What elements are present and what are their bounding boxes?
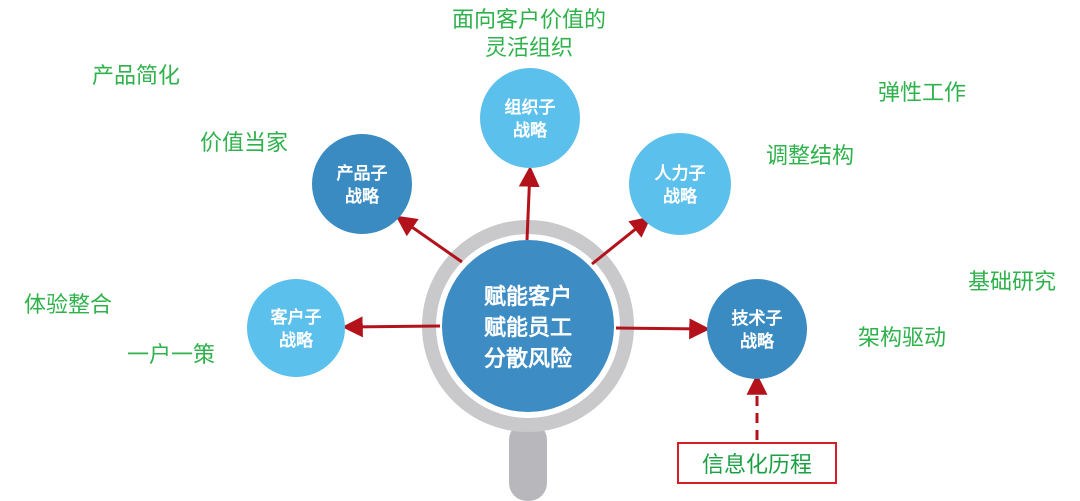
info-history-box: 信息化历程: [677, 442, 837, 484]
center-line-2: 赋能员工: [484, 315, 572, 341]
center-line-3: 分散风险: [484, 346, 573, 372]
product-node-line-2: 战略: [345, 186, 380, 207]
magnifier-handle: [509, 422, 547, 501]
tag-org-top-line-1: 面向客户价值的: [451, 8, 606, 33]
org-strategy-node: [480, 68, 580, 168]
hr-strategy-node: [629, 133, 731, 235]
tech-node-line-2: 战略: [740, 331, 775, 352]
customer-strategy-node: [247, 279, 345, 377]
center-line-1: 赋能客户: [484, 284, 572, 310]
tag-experience-integration: 体验整合: [24, 293, 113, 318]
product-node-line-1: 产品子: [337, 163, 388, 184]
tag-adjust-structure: 调整结构: [766, 144, 855, 169]
customer-node-line-1: 客户子: [270, 307, 322, 328]
arrow-to-customer: [341, 316, 441, 338]
center-circle: [442, 240, 614, 412]
info-history-label: 信息化历程: [701, 453, 812, 478]
tag-one-customer-one-policy: 一户一策: [127, 343, 216, 368]
product-strategy-node: [312, 134, 412, 234]
org-node-line-1: 组织子: [505, 97, 556, 118]
customer-node-line-2: 战略: [279, 330, 314, 351]
tag-product-simplify: 产品简化: [92, 64, 181, 89]
org-node-line-2: 战略: [513, 120, 548, 141]
tag-flexible-work: 弹性工作: [878, 81, 967, 106]
tag-value-owner: 价值当家: [200, 131, 289, 156]
arrow-to-product: [395, 215, 463, 264]
tag-org-top-line-2: 灵活组织: [484, 36, 573, 61]
tag-org-top: 面向客户价值的 灵活组织: [439, 7, 619, 63]
tech-strategy-node: [707, 279, 807, 379]
tag-basic-research: 基础研究: [968, 270, 1057, 295]
arrow-to-hr: [591, 216, 652, 266]
arrow-to-tech: [615, 318, 711, 340]
arrow-to-org: [518, 165, 540, 241]
hr-node-line-2: 战略: [663, 186, 698, 207]
hr-node-line-1: 人力子: [655, 163, 706, 184]
tech-node-line-1: 技术子: [732, 308, 783, 329]
tag-architecture-driven: 架构驱动: [858, 326, 947, 351]
